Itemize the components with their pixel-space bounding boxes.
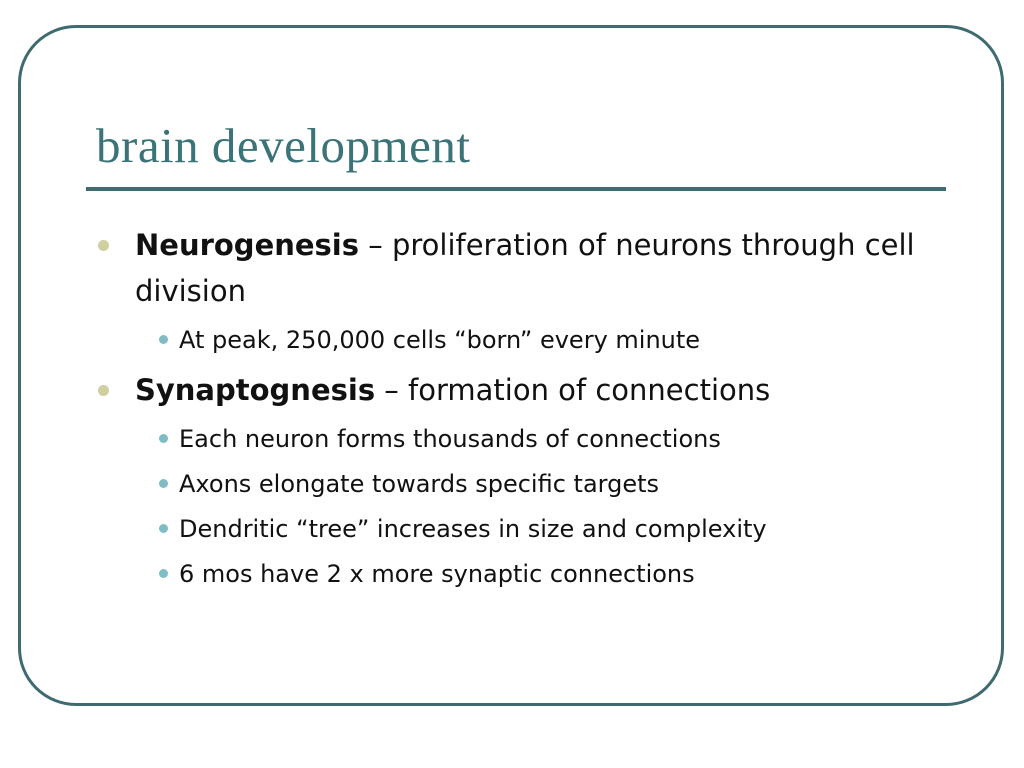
bullet-group-synaptognesis: Synaptognesis – formation of connections… [96, 367, 936, 597]
sub-bullet-item: Axons elongate towards specific targets [96, 462, 936, 507]
slide-title: brain development [96, 118, 471, 173]
sub-bullet-dot-icon [159, 434, 168, 443]
sub-bullet-item: Each neuron forms thousands of connectio… [96, 417, 936, 462]
sub-bullet-dot-icon [159, 335, 168, 344]
bullet-text: formation of connections [408, 373, 771, 407]
sub-bullet-item: At peak, 250,000 cells “born” every minu… [96, 318, 936, 363]
slide-frame [18, 25, 1004, 706]
bullet-separator: – [375, 373, 409, 407]
bullet-item: Synaptognesis – formation of connections [96, 367, 936, 413]
bullet-term: Neurogenesis [135, 228, 360, 262]
sub-bullet-text: Dendritic “tree” increases in size and c… [179, 515, 767, 543]
sub-bullet-text: Each neuron forms thousands of connectio… [179, 425, 721, 453]
slide-content: Neurogenesis – proliferation of neurons … [96, 222, 936, 601]
bullet-group-neurogenesis: Neurogenesis – proliferation of neurons … [96, 222, 936, 363]
sub-bullet-dot-icon [159, 569, 168, 578]
bullet-term: Synaptognesis [135, 373, 376, 407]
bullet-separator: – [359, 228, 392, 262]
bullet-dot-icon [98, 385, 109, 396]
sub-bullet-item: Dendritic “tree” increases in size and c… [96, 507, 936, 552]
sub-bullet-dot-icon [159, 479, 168, 488]
bullet-dot-icon [98, 240, 109, 251]
sub-bullet-dot-icon [159, 524, 168, 533]
bullet-item: Neurogenesis – proliferation of neurons … [96, 222, 936, 314]
bullet-text: proliferation of neurons through cell di… [135, 228, 915, 308]
sub-bullet-text: 6 mos have 2 x more synaptic connections [179, 560, 695, 588]
sub-bullet-text: Axons elongate towards specific targets [179, 470, 660, 498]
title-underline [86, 187, 946, 191]
sub-bullet-item: 6 mos have 2 x more synaptic connections [96, 552, 936, 597]
sub-bullet-text: At peak, 250,000 cells “born” every minu… [179, 326, 701, 354]
